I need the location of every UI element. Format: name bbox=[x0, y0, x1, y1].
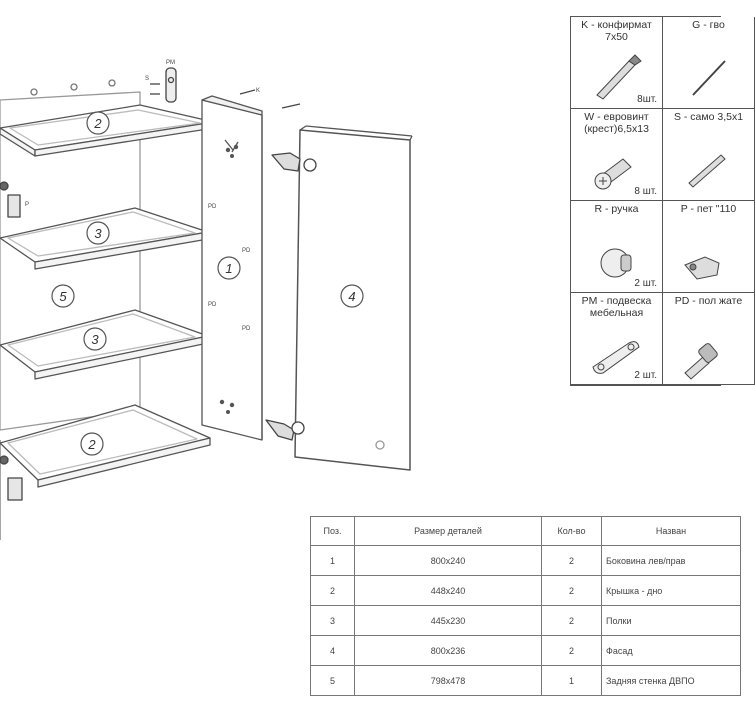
cell-size: 800х240 bbox=[354, 545, 542, 576]
cell-name: Боковина лев/прав bbox=[601, 545, 741, 576]
hardware-cell-s: S - само 3,5х1 bbox=[663, 109, 755, 201]
assembly-drawing: 2 3 5 3 2 1 4 PM S K P PD PD PD PD bbox=[0, 60, 413, 540]
hardware-cell-pd: PD - пол жате bbox=[663, 293, 755, 385]
cell-qty: 2 bbox=[541, 545, 602, 576]
knob-handle-icon bbox=[600, 248, 632, 278]
table-header-row: Поз. Размер деталей Кол-во Назван bbox=[310, 516, 741, 546]
svg-text:3: 3 bbox=[91, 332, 99, 347]
hardware-title: G - гво bbox=[692, 19, 725, 31]
callout-4: 4 bbox=[340, 284, 364, 308]
hardware-qty: 8шт. bbox=[637, 94, 657, 105]
cell-pos: 2 bbox=[310, 575, 355, 606]
cell-size: 798х478 bbox=[354, 665, 542, 696]
label-p: P bbox=[25, 202, 29, 208]
cell-pos: 4 bbox=[310, 635, 355, 666]
label-pd-3: PD bbox=[208, 302, 217, 308]
cell-name: Крышка - дно bbox=[601, 575, 741, 606]
hardware-cell-r: R - ручка 2 шт. bbox=[571, 201, 663, 293]
table-row: 2 448х240 2 Крышка - дно bbox=[310, 575, 741, 606]
callout-2-top: 2 bbox=[86, 111, 110, 135]
header-pos: Поз. bbox=[310, 516, 355, 546]
hardware-qty: 8 шт. bbox=[634, 186, 657, 197]
hardware-cell-k: K - конфирмат 7х50 8шт. bbox=[571, 17, 663, 109]
header-qty: Кол-во bbox=[541, 516, 602, 546]
header-name: Назван bbox=[601, 516, 741, 546]
eurovint-icon bbox=[594, 158, 632, 190]
label-s: S bbox=[145, 76, 149, 82]
hinge-lower bbox=[265, 419, 305, 441]
hardware-cell-w: W - евровинт (крест)6,5х13 8 шт. bbox=[571, 109, 663, 201]
cell-name: Фасад bbox=[601, 635, 741, 666]
parts-table: Поз. Размер деталей Кол-во Назван 1 800х… bbox=[310, 516, 741, 696]
cell-pos: 3 bbox=[310, 605, 355, 636]
label-pd-1: PD bbox=[208, 204, 217, 210]
cell-pos: 5 bbox=[310, 665, 355, 696]
cell-qty: 2 bbox=[541, 575, 602, 606]
hardware-title: P - пет "110 bbox=[680, 203, 737, 215]
top-panel bbox=[0, 104, 215, 157]
cell-qty: 1 bbox=[541, 665, 602, 696]
header-size: Размер деталей bbox=[354, 516, 542, 546]
label-k: K bbox=[256, 88, 260, 94]
hardware-title: K - конфирмат 7х50 bbox=[581, 19, 652, 43]
cell-name: Задняя стенка ДВПО bbox=[601, 665, 741, 696]
hardware-title: PD - пол жате bbox=[674, 295, 743, 307]
hardware-legend: K - конфирмат 7х50 8шт. G - гво W - евро… bbox=[570, 16, 755, 386]
callout-3-upper: 3 bbox=[86, 221, 110, 245]
hinge-upper bbox=[271, 152, 317, 172]
svg-text:2: 2 bbox=[93, 116, 102, 131]
svg-text:5: 5 bbox=[59, 289, 67, 304]
hardware-title: R - ручка bbox=[594, 203, 639, 215]
label-pm: PM bbox=[166, 60, 175, 66]
hinge-icon bbox=[684, 256, 720, 280]
self-tapping-screw-icon bbox=[688, 154, 726, 188]
left-hardware bbox=[0, 181, 23, 501]
svg-text:4: 4 bbox=[348, 289, 355, 304]
svg-text:1: 1 bbox=[225, 261, 232, 276]
svg-text:2: 2 bbox=[87, 437, 96, 452]
svg-text:3: 3 bbox=[94, 226, 102, 241]
table-row: 3 445х230 2 Полки bbox=[310, 605, 741, 636]
hardware-cell-pm: PM - подвеска мебельная 2 шт. bbox=[571, 293, 663, 385]
bottom-panel bbox=[0, 404, 211, 488]
hanger-bracket bbox=[150, 67, 177, 103]
callout-5: 5 bbox=[51, 284, 75, 308]
label-pd-2: PD bbox=[242, 248, 251, 254]
top-dowels bbox=[30, 79, 116, 96]
screw-marks bbox=[239, 89, 301, 109]
cell-qty: 2 bbox=[541, 635, 602, 666]
cell-size: 800х236 bbox=[354, 635, 542, 666]
cell-size: 445х230 bbox=[354, 605, 542, 636]
hardware-title: PM - подвеска мебельная bbox=[581, 295, 652, 319]
screw-icon bbox=[596, 54, 642, 100]
label-pd-4: PD bbox=[242, 326, 251, 332]
table-row: 4 800х236 2 Фасад bbox=[310, 635, 741, 666]
table-row: 1 800х240 2 Боковина лев/прав bbox=[310, 545, 741, 576]
callout-2-bottom: 2 bbox=[80, 432, 104, 456]
cell-qty: 2 bbox=[541, 605, 602, 636]
callout-3-lower: 3 bbox=[83, 327, 107, 351]
cell-pos: 1 bbox=[310, 545, 355, 576]
nail-icon bbox=[692, 60, 726, 96]
hardware-qty: 2 шт. bbox=[634, 278, 657, 289]
table-row: 5 798х478 1 Задняя стенка ДВПО bbox=[310, 665, 741, 696]
hardware-title: W - евровинт (крест)6,5х13 bbox=[584, 111, 649, 135]
callout-1: 1 bbox=[217, 256, 241, 280]
shelf-pin-icon bbox=[684, 343, 718, 380]
hardware-qty: 2 шт. bbox=[634, 370, 657, 381]
hanger-plate-icon bbox=[592, 341, 640, 374]
hardware-cell-p: P - пет "110 bbox=[663, 201, 755, 293]
cell-name: Полки bbox=[601, 605, 741, 636]
hardware-cell-g: G - гво bbox=[663, 17, 755, 109]
cell-size: 448х240 bbox=[354, 575, 542, 606]
hardware-title: S - само 3,5х1 bbox=[673, 111, 744, 123]
